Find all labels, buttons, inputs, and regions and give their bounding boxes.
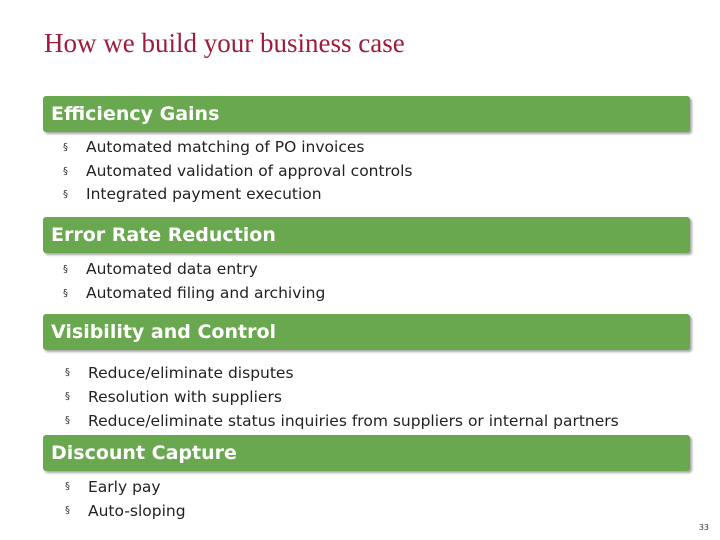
- bullet-icon: §: [65, 481, 70, 492]
- bullet-item: §Resolution with suppliers: [65, 385, 619, 409]
- bullet-item: §Reduce/eliminate status inquiries from …: [65, 409, 619, 433]
- section-header-visibility-and-control: Visibility and Control: [43, 314, 690, 350]
- bullet-item: §Reduce/eliminate disputes: [65, 361, 619, 385]
- section-bullet-list: §Early pay §Auto-sloping: [65, 475, 186, 523]
- bullet-icon: §: [65, 505, 70, 516]
- section-header-error-rate-reduction: Error Rate Reduction: [43, 217, 690, 253]
- section-heading: Visibility and Control: [51, 321, 277, 343]
- section-bullet-list: §Reduce/eliminate disputes §Resolution w…: [65, 361, 619, 433]
- bullet-item: §Early pay: [65, 475, 186, 499]
- bullet-item: §Automated filing and archiving: [63, 282, 325, 306]
- bullet-icon: §: [63, 264, 68, 275]
- bullet-icon: §: [65, 391, 70, 402]
- section-bullet-list: §Automated data entry §Automated filing …: [63, 258, 325, 305]
- section-header-discount-capture: Discount Capture: [43, 435, 690, 471]
- bullet-item: §Auto-sloping: [65, 499, 186, 523]
- bullet-icon: §: [63, 189, 68, 200]
- section-header-efficiency-gains: Efficiency Gains: [43, 96, 690, 132]
- section-heading: Error Rate Reduction: [51, 224, 276, 246]
- bullet-item: §Integrated payment execution: [63, 183, 412, 207]
- section-heading: Discount Capture: [51, 442, 237, 464]
- bullet-icon: §: [65, 415, 70, 426]
- bullet-icon: §: [63, 142, 68, 153]
- section-bullet-list: §Automated matching of PO invoices §Auto…: [63, 136, 412, 207]
- section-heading: Efficiency Gains: [51, 103, 220, 125]
- bullet-item: §Automated data entry: [63, 258, 325, 282]
- bullet-icon: §: [63, 165, 68, 177]
- bullet-item: §Automated validation of approval contro…: [63, 160, 412, 184]
- bullet-item: §Automated matching of PO invoices: [63, 136, 412, 160]
- bullet-icon: §: [63, 287, 68, 299]
- page-number: 33: [698, 523, 709, 532]
- bullet-icon: §: [65, 367, 70, 378]
- slide-title: How we build your business case: [44, 28, 405, 58]
